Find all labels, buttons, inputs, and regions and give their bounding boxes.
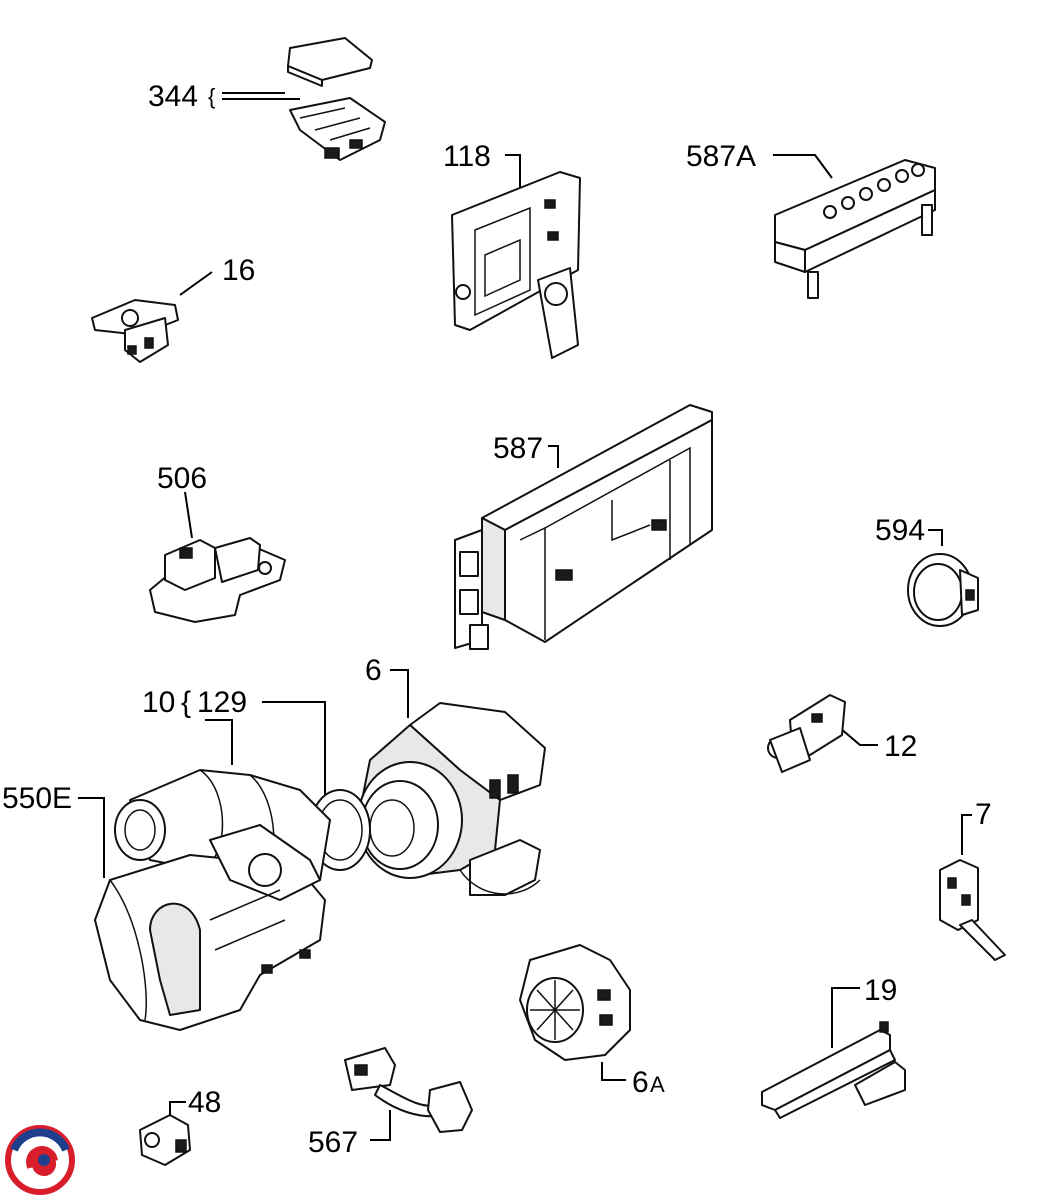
callout-10: 10 <box>142 686 175 719</box>
part-19[interactable] <box>761 987 906 1119</box>
part-16[interactable] <box>91 271 213 363</box>
part-12[interactable] <box>767 694 878 773</box>
callout-118: 118 <box>443 140 491 173</box>
part-7[interactable] <box>939 814 1006 961</box>
callout-567: 567 <box>308 1126 358 1159</box>
brace-10: { <box>181 686 191 719</box>
callout-12: 12 <box>884 730 917 763</box>
callout-6A: 6 <box>632 1066 649 1099</box>
part-506[interactable] <box>149 491 286 623</box>
callout-344: 344 <box>148 80 198 113</box>
callout-16: 16 <box>222 254 255 287</box>
brace-344: { <box>208 84 215 109</box>
part-344[interactable] <box>222 37 386 161</box>
part-550E[interactable] <box>78 797 326 1031</box>
callout-506: 506 <box>157 462 207 495</box>
callout-587: 587 <box>493 432 543 465</box>
callout-6A-suffix: A <box>650 1072 665 1097</box>
callout-19: 19 <box>864 974 897 1007</box>
callout-550E: 550E <box>2 782 72 815</box>
callout-587A: 587A <box>686 140 756 173</box>
callout-594: 594 <box>875 514 925 547</box>
part-6[interactable] <box>357 669 546 896</box>
part-118[interactable] <box>451 154 581 359</box>
callout-129: 129 <box>197 686 247 719</box>
part-594[interactable] <box>907 529 979 627</box>
part-587[interactable] <box>454 404 713 650</box>
brand-swirl-logo-icon <box>5 1125 75 1195</box>
callout-48: 48 <box>188 1086 221 1119</box>
part-587A[interactable] <box>773 154 936 299</box>
part-567[interactable] <box>344 1047 473 1141</box>
part-6A[interactable] <box>519 944 631 1081</box>
part-48[interactable] <box>139 1101 191 1166</box>
callout-7: 7 <box>975 798 992 831</box>
callout-6: 6 <box>365 654 382 687</box>
